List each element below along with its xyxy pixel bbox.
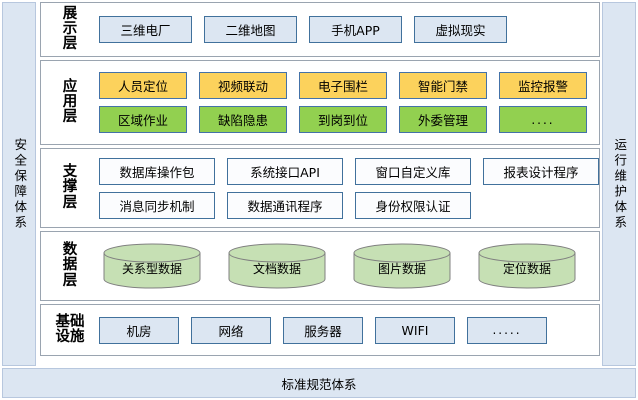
node-application-3[interactable]: 智能门禁 [399,72,487,99]
node-support-4[interactable]: 消息同步机制 [99,191,215,219]
layer-support-row-1: 数据库操作包 系统接口API 窗口自定义库 报表设计程序 [99,157,599,185]
node-application-6[interactable]: 缺陷隐患 [199,106,287,133]
standard-specification-system-label: 标准规范体系 [281,376,357,392]
layer-support: 支撑层 数据库操作包 系统接口API 窗口自定义库 报表设计程序 消息同步机制 … [40,148,600,228]
database-cylinder-0[interactable]: 关系型数据 [103,243,201,289]
security-guarantee-system-label: 安全保障体系 [12,137,28,231]
layer-infrastructure-label: 基础设施 [55,313,85,345]
node-presentation-3[interactable]: 虚拟现实 [414,16,507,43]
layer-application-body: 人员定位 视频联动 电子围栏 智能门禁 监控报警 区域作业 缺陷隐患 到岗到位 … [99,61,599,144]
cylinder-icon [478,243,576,289]
layer-infrastructure: 基础设施 机房 网络 服务器 WIFI ..... [40,304,600,356]
node-application-5[interactable]: 区域作业 [99,106,187,133]
node-support-6[interactable]: 身份权限认证 [355,191,471,219]
node-application-4[interactable]: 监控报警 [499,72,587,99]
node-infrastructure-2[interactable]: 服务器 [283,316,363,344]
layer-presentation-row: 三维电厂 二维地图 手机APP 虚拟现实 [99,16,593,43]
layer-support-body: 数据库操作包 系统接口API 窗口自定义库 报表设计程序 消息同步机制 数据通讯… [99,149,605,227]
database-cylinder-3[interactable]: 定位数据 [478,243,576,289]
node-infrastructure-1[interactable]: 网络 [191,316,271,344]
node-infrastructure-3[interactable]: WIFI [375,316,455,344]
database-cylinder-2[interactable]: 图片数据 [353,243,451,289]
node-application-0[interactable]: 人员定位 [99,72,187,99]
node-presentation-2[interactable]: 手机APP [309,16,402,43]
cylinder-icon [103,243,201,289]
layer-support-label: 支撑层 [62,164,78,211]
layer-presentation: 展示层 三维电厂 二维地图 手机APP 虚拟现实 [40,2,600,57]
node-application-8[interactable]: 外委管理 [399,106,487,133]
layer-data-row: 关系型数据 文档数据 图片数据 [99,243,593,289]
layer-application-row-1: 人员定位 视频联动 电子围栏 智能门禁 监控报警 [99,72,593,99]
node-support-0[interactable]: 数据库操作包 [99,157,215,185]
layer-infrastructure-body: 机房 网络 服务器 WIFI ..... [99,305,599,355]
node-application-7[interactable]: 到岗到位 [299,106,387,133]
layer-data-body: 关系型数据 文档数据 图片数据 [99,232,599,300]
cylinder-icon [353,243,451,289]
layer-infrastructure-row: 机房 网络 服务器 WIFI ..... [99,316,593,344]
node-infrastructure-0[interactable]: 机房 [99,316,179,344]
node-application-1[interactable]: 视频联动 [199,72,287,99]
layer-presentation-body: 三维电厂 二维地图 手机APP 虚拟现实 [99,3,599,56]
operation-maintenance-system-label: 运行维护体系 [612,137,628,231]
layer-data-label: 数据层 [62,242,78,289]
layer-application-row-2: 区域作业 缺陷隐患 到岗到位 外委管理 .... [99,106,593,133]
node-application-more[interactable]: .... [499,106,587,133]
node-presentation-0[interactable]: 三维电厂 [99,16,192,43]
node-infrastructure-more[interactable]: ..... [467,316,547,344]
node-support-5[interactable]: 数据通讯程序 [227,191,343,219]
operation-maintenance-system-pillar: 运行维护体系 [602,2,636,366]
security-guarantee-system-pillar: 安全保障体系 [2,2,36,366]
node-support-3[interactable]: 报表设计程序 [483,157,599,185]
standard-specification-system-bar: 标准规范体系 [2,368,636,398]
layer-stack: 展示层 三维电厂 二维地图 手机APP 虚拟现实 应用层 人员定位 视频联动 [40,2,600,366]
layer-application: 应用层 人员定位 视频联动 电子围栏 智能门禁 监控报警 区域作业 缺陷隐患 到… [40,60,600,145]
database-cylinder-1[interactable]: 文档数据 [228,243,326,289]
layer-data: 数据层 关系型数据 [40,231,600,301]
node-support-2[interactable]: 窗口自定义库 [355,157,471,185]
node-support-1[interactable]: 系统接口API [227,157,343,185]
node-application-2[interactable]: 电子围栏 [299,72,387,99]
layer-application-label: 应用层 [62,78,78,126]
cylinder-icon [228,243,326,289]
layer-presentation-label: 展示层 [62,5,78,53]
node-presentation-1[interactable]: 二维地图 [204,16,297,43]
layer-support-row-2: 消息同步机制 数据通讯程序 身份权限认证 [99,191,599,219]
